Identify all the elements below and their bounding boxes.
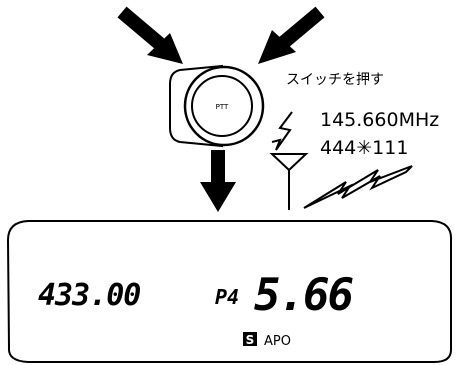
lcd-display: 433.00 P4 5.66 S APO — [6, 220, 453, 363]
apo-label: APO — [264, 334, 291, 349]
transmit-wave-icon — [303, 165, 413, 209]
ptt-switch[interactable]: PTT — [169, 64, 265, 148]
arrow-top-left-icon — [117, 6, 183, 64]
arrow-top-right-icon — [258, 6, 325, 64]
transmit-bolt-icon — [271, 111, 293, 151]
code-label: 444✳111 — [320, 137, 408, 159]
ptt-label: PTT — [216, 103, 229, 111]
memory-channel-label: P4 — [215, 285, 239, 309]
s-indicator: S — [243, 332, 257, 347]
frequency-label: 145.660MHz — [320, 109, 439, 131]
instruction-label: スイッチを押す — [286, 72, 384, 88]
arrow-down-icon — [200, 150, 236, 212]
right-frequency-readout: 5.66 — [254, 270, 353, 321]
antenna-icon — [269, 153, 309, 210]
left-frequency-readout: 433.00 — [38, 278, 140, 313]
s-indicator-label: S — [246, 333, 255, 347]
